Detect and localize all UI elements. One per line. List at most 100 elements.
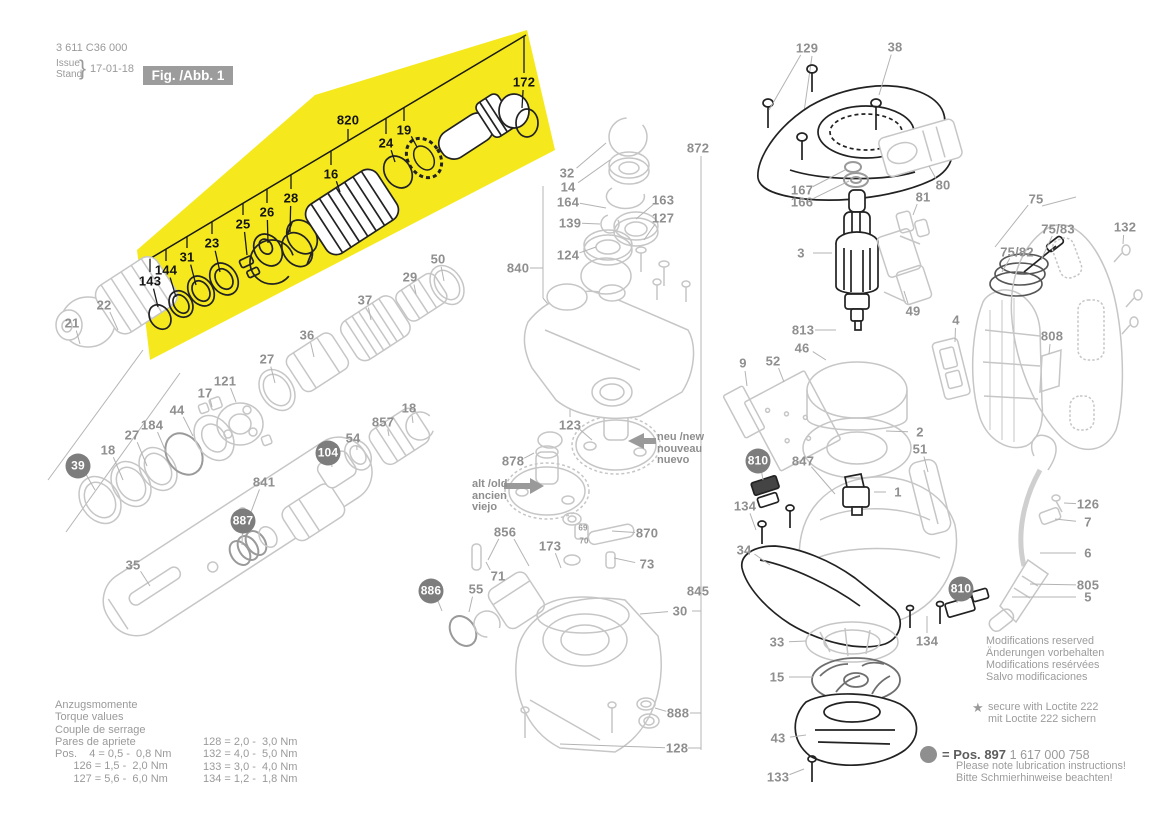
part-label-37: 37 [357, 292, 373, 308]
part-label-124: 124 [556, 247, 580, 263]
issue-label: Issue [56, 58, 80, 69]
clip-18 [405, 411, 435, 441]
washers-167-166 [843, 161, 869, 188]
hammer-tube-35 [102, 436, 373, 637]
part-label-144: 144 [154, 262, 178, 278]
part-badge-887: 887 [230, 508, 256, 534]
conrod-870-73 [562, 512, 635, 569]
armature-3 [835, 231, 879, 331]
part-label-33: 33 [769, 634, 785, 650]
part-label-127: 127 [651, 210, 675, 226]
star-washer-19 [404, 136, 444, 180]
piston-head [498, 93, 530, 129]
text-line: ancien [472, 489, 507, 502]
text-line: alt /old [472, 478, 508, 490]
part-label-81: 81 [915, 189, 931, 205]
text-line: mit Loctite 222 sichern [988, 713, 1097, 725]
ring-54 [343, 439, 373, 471]
piston-pin-71 [471, 543, 482, 571]
part-label-805: 805 [1076, 577, 1100, 593]
part-label-31: 31 [179, 249, 195, 265]
part-label-51: 51 [912, 441, 928, 457]
screw-133 [807, 755, 817, 782]
part-label-21: 21 [64, 315, 80, 331]
part-label-44: 44 [169, 402, 185, 418]
plate-51 [908, 458, 952, 536]
part-label-26: 26 [259, 204, 275, 220]
part-label-126: 126 [1076, 496, 1100, 512]
part-label-50: 50 [430, 251, 446, 267]
bearing-column [580, 117, 659, 295]
snap-ring-28 [249, 239, 295, 285]
ring-27 [258, 368, 296, 412]
part-label-75/83: 75/83 [1041, 221, 1075, 237]
star-icon: ★ [972, 700, 984, 715]
bottom-cap-43 [794, 693, 918, 767]
switch-847 [842, 473, 870, 516]
part-label-840: 840 [506, 260, 530, 276]
part-label-19: 19 [396, 122, 412, 138]
document-part-number: 3 611 C36 000 [56, 42, 128, 54]
part-label-856: 856 [493, 524, 517, 540]
handle-shell-75 [1010, 224, 1124, 451]
part-label-870: 870 [635, 525, 659, 541]
chip-810-lower [944, 587, 990, 618]
part-label-3: 3 [797, 245, 805, 261]
part-label-71: 71 [490, 568, 506, 584]
part-label-143: 143 [138, 273, 162, 289]
part-label-25: 25 [235, 216, 251, 232]
baffle-33 [805, 621, 899, 663]
text-line: Anzugsmomente [55, 699, 138, 711]
part-label-46: 46 [794, 340, 810, 356]
placard-808 [1039, 348, 1062, 394]
text-line: neu /new [657, 431, 705, 443]
issue-stand-labels: Issue Stand [56, 58, 82, 80]
part-label-845: 845 [686, 583, 710, 599]
part-label-75: 75 [1028, 191, 1044, 207]
part-label-5: 5 [1084, 589, 1092, 605]
pos-label: Pos. [953, 747, 981, 762]
part-label-54: 54 [345, 430, 361, 446]
o-ring-143 [148, 303, 172, 331]
text-line: Salvo modificaciones [986, 671, 1088, 683]
text-line: Please note lubrication instructions! [956, 760, 1126, 772]
crankcase-845 [515, 596, 662, 753]
part-label-820: 820 [336, 112, 360, 128]
part-label-121: 121 [213, 373, 237, 389]
spring-887 [228, 530, 268, 566]
bar-4 [931, 337, 971, 400]
text-line: Modifications resérvées [986, 659, 1100, 671]
part-label-29: 29 [402, 269, 418, 285]
text-line: secure with Loctite 222 [988, 701, 1099, 713]
snap-ring [473, 610, 501, 638]
ring-23 [208, 262, 240, 296]
striker-piston-820 [437, 93, 516, 160]
lubrication-position: = Pos. 897 1 617 000 758 [942, 747, 1090, 762]
part-label-888: 888 [666, 705, 690, 721]
part-label-70: 70 [579, 536, 589, 546]
part-label-16: 16 [323, 166, 339, 182]
carriage-80 [878, 118, 963, 178]
text-line: nuevo [657, 454, 690, 466]
plate-9 [722, 385, 766, 439]
part-label-2: 2 [916, 424, 924, 440]
text-line: viejo [472, 501, 498, 513]
brush-holder-49 [876, 228, 933, 306]
part-label-184: 184 [140, 417, 164, 433]
part-label-9: 9 [739, 355, 747, 371]
holder-26 [252, 233, 284, 267]
part-badge-886: 886 [418, 578, 444, 604]
issue-date: 17-01-18 [90, 63, 135, 75]
part-label-857: 857 [371, 414, 395, 430]
chip-810-upper [750, 474, 780, 509]
rings-888 [636, 697, 660, 729]
part-label-30: 30 [672, 603, 688, 619]
part-label-132: 132 [1113, 219, 1137, 235]
part-label-23: 23 [204, 235, 220, 251]
part-label-15: 15 [769, 669, 785, 685]
